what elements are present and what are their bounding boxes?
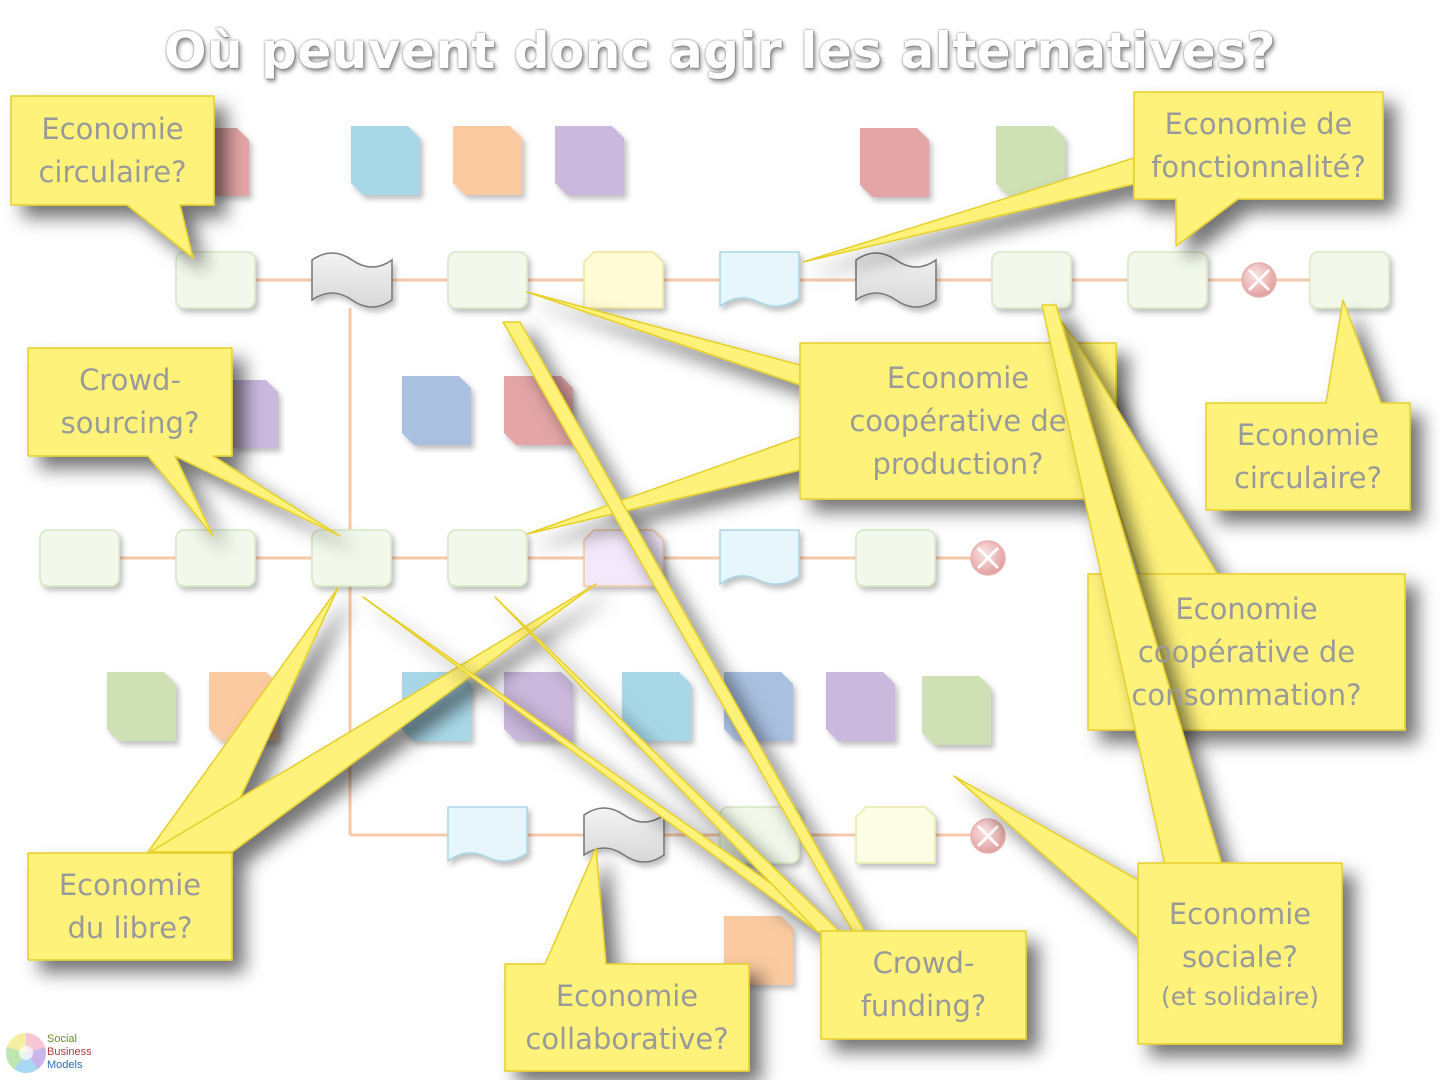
callout-crowdfunding — [362, 596, 1027, 1040]
callout-fonctionnalite — [802, 91, 1384, 263]
callout-cooperative-production — [502, 291, 1117, 933]
callout-text-libre: Economie du libre? — [28, 853, 232, 960]
callout-text-crowdsourcing: Crowd- sourcing? — [28, 348, 232, 456]
callout-text-cooperative-production: Economie coopérative de production? — [800, 343, 1116, 499]
callout-line: Economie — [1168, 896, 1312, 931]
callout-crowdsourcing — [27, 347, 341, 537]
callout-line: Economie de — [1164, 106, 1353, 141]
callout-sociale — [953, 304, 1343, 1045]
callout-text-cooperative-consommation: Economie coopérative de consommation? — [1088, 574, 1405, 730]
callout-line: fonctionnalité? — [1151, 149, 1366, 184]
callout-collaborative — [504, 847, 750, 1072]
logo-line-models: Models — [47, 1059, 83, 1071]
callout-line: Economie — [1236, 417, 1380, 452]
callout-line: circulaire? — [38, 154, 187, 189]
logo-line-social: Social — [47, 1033, 77, 1045]
callout-line: circulaire? — [1233, 460, 1383, 495]
page-title: Où peuvent donc agir les alternatives? — [164, 22, 1276, 80]
callout-line: Economie — [58, 867, 202, 902]
callout-line: consommation? — [1131, 677, 1362, 712]
callout-line: collaborative? — [525, 1021, 729, 1056]
callout-line: Economie — [41, 111, 184, 146]
callout-circulaire-topleft — [10, 95, 215, 259]
callout-line: Economie — [1175, 591, 1318, 626]
end-marker-row2 — [970, 540, 1006, 576]
callout-libre — [27, 583, 597, 961]
callout-line: Economie — [886, 360, 1030, 395]
logo-text: Social Business Models — [47, 1033, 92, 1072]
callout-circulaire-right — [1205, 299, 1411, 511]
callout-text-collaborative: Economie collaborative? — [505, 964, 749, 1071]
callout-line: Crowd- — [79, 363, 181, 397]
callout-line: (et solidaire) — [1160, 981, 1320, 1011]
end-marker-row1 — [1241, 262, 1277, 298]
callout-text-circulaire-topleft: Economie circulaire? — [11, 96, 214, 205]
callout-text-circulaire-right: Economie circulaire? — [1206, 403, 1410, 510]
callout-line: Crowd- — [872, 946, 975, 980]
callout-line: sociale? — [1182, 939, 1298, 974]
logo-icon — [6, 1033, 46, 1073]
callout-text-fonctionnalite: Economie de fonctionnalité? — [1134, 92, 1383, 199]
end-marker-row3 — [970, 818, 1006, 854]
callout-line: sourcing? — [60, 406, 200, 440]
callout-line: Economie — [555, 978, 699, 1013]
callout-line: production? — [872, 446, 1044, 481]
logo-line-business: Business — [47, 1046, 92, 1058]
callout-text-crowdfunding: Crowd- funding? — [821, 931, 1026, 1039]
end-markers — [970, 262, 1277, 854]
callout-line: funding? — [860, 989, 987, 1023]
callout-line: coopérative de — [1137, 634, 1356, 669]
sticky-notes — [107, 126, 1065, 985]
callouts — [10, 91, 1411, 1072]
callout-line: du libre? — [67, 910, 193, 945]
callout-line: coopérative de — [849, 403, 1067, 438]
callout-text-sociale: Economie sociale? (et solidaire) — [1138, 863, 1342, 1044]
